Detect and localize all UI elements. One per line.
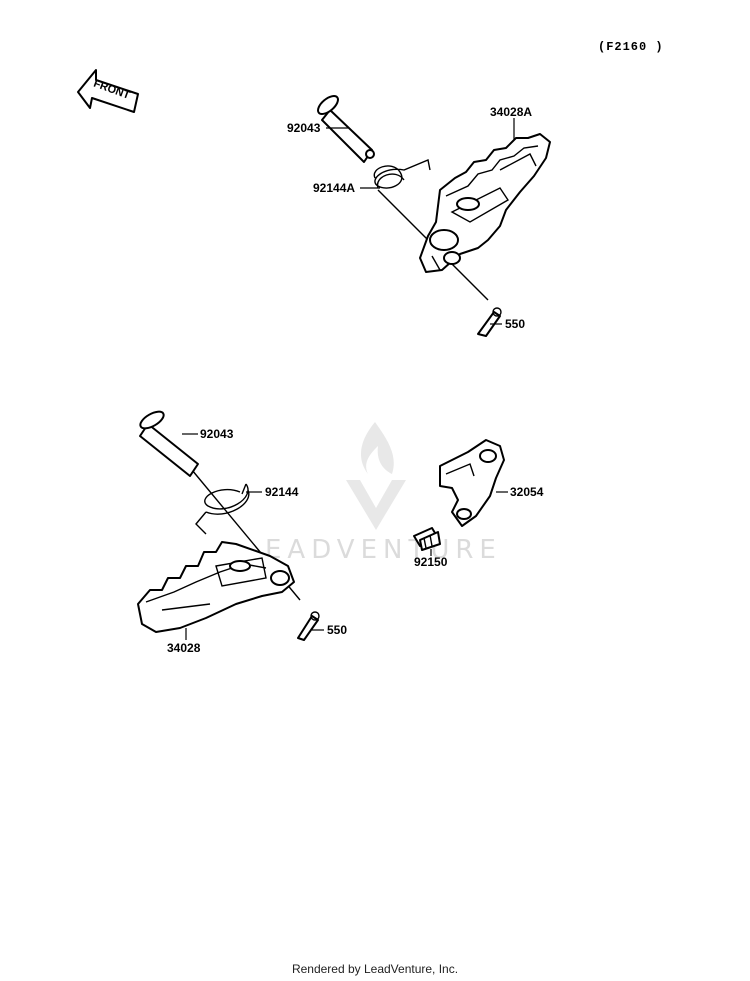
diagram-code: (F2160 ) xyxy=(598,40,664,54)
bolt xyxy=(413,527,441,551)
upper-footpeg xyxy=(419,133,551,273)
front-arrow-icon: FRONT xyxy=(77,69,139,113)
lower-pin xyxy=(139,410,199,477)
callout-spring-lower: 92144 xyxy=(265,485,299,499)
callout-cotter-lower: 550 xyxy=(327,623,347,637)
callout-cotter-upper: 550 xyxy=(505,317,525,331)
bracket xyxy=(439,439,505,527)
footer-credit: Rendered by LeadVenture, Inc. xyxy=(291,962,459,976)
callout-footpeg-lower: 34028 xyxy=(167,641,201,655)
lower-spring xyxy=(195,483,250,535)
watermark-flame-icon xyxy=(346,422,406,530)
upper-cotter-pin xyxy=(477,307,502,337)
callout-bolt: 92150 xyxy=(414,555,448,569)
callout-pin-upper: 92043 xyxy=(287,121,321,135)
callout-spring-upper: 92144A xyxy=(313,181,355,195)
upper-pin xyxy=(317,95,375,163)
upper-spring xyxy=(373,159,431,189)
callout-footpeg-upper: 34028A xyxy=(490,105,532,119)
watermark: EADVENTURE xyxy=(265,422,502,565)
lower-cotter-pin xyxy=(297,611,320,641)
callout-pin-lower: 92043 xyxy=(200,427,234,441)
lower-footpeg xyxy=(137,541,295,633)
watermark-text: EADVENTURE xyxy=(265,535,502,565)
callout-bracket: 32054 xyxy=(510,485,544,499)
